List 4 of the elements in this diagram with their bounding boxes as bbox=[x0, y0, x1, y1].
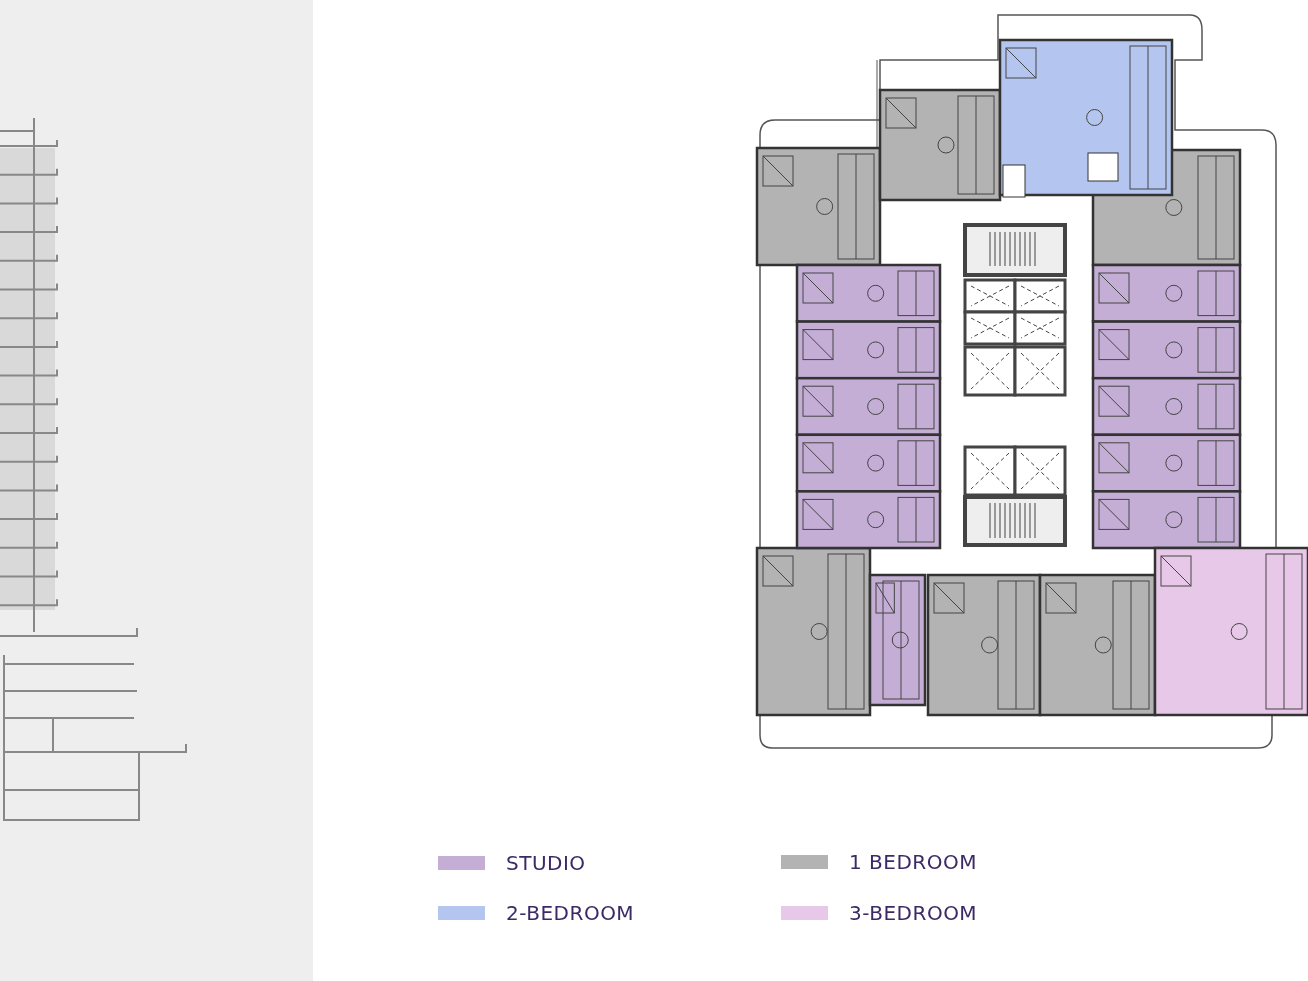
legend-label: STUDIO bbox=[506, 851, 586, 875]
legend-label: 3-BEDROOM bbox=[849, 901, 978, 925]
legend-label: 1 BEDROOM bbox=[849, 850, 977, 874]
legend-label: 2-BEDROOM bbox=[506, 901, 635, 925]
